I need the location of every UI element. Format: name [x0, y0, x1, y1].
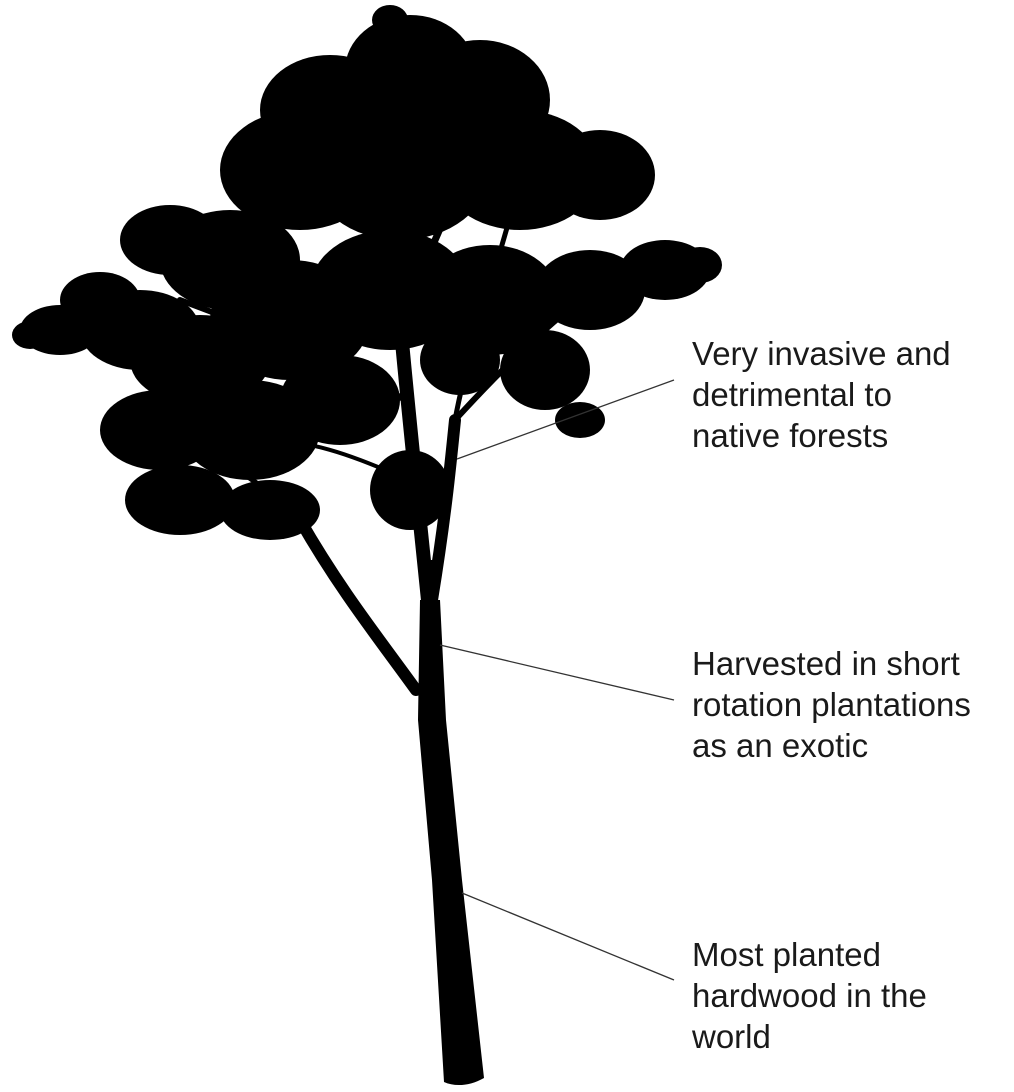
- annotation-line: native forests: [692, 415, 951, 456]
- annotation-line: Most planted: [692, 934, 927, 975]
- tree-silhouette-icon: [12, 5, 722, 1085]
- annotation-line: rotation plantations: [692, 684, 971, 725]
- tree-trunk: [418, 600, 484, 1085]
- annotation-line: Very invasive and: [692, 333, 951, 374]
- annotation-plantations: Harvested in short rotation plantations …: [692, 643, 971, 766]
- leader-line-3: [462, 893, 674, 980]
- annotation-line: detrimental to: [692, 374, 951, 415]
- leader-lines: [440, 380, 674, 980]
- annotation-line: hardwood in the: [692, 975, 927, 1016]
- annotation-invasive: Very invasive and detrimental to native …: [692, 333, 951, 456]
- leader-line-2: [440, 645, 674, 700]
- annotation-line: as an exotic: [692, 725, 971, 766]
- annotation-line: world: [692, 1016, 927, 1057]
- annotation-most-planted: Most planted hardwood in the world: [692, 934, 927, 1057]
- annotation-line: Harvested in short: [692, 643, 971, 684]
